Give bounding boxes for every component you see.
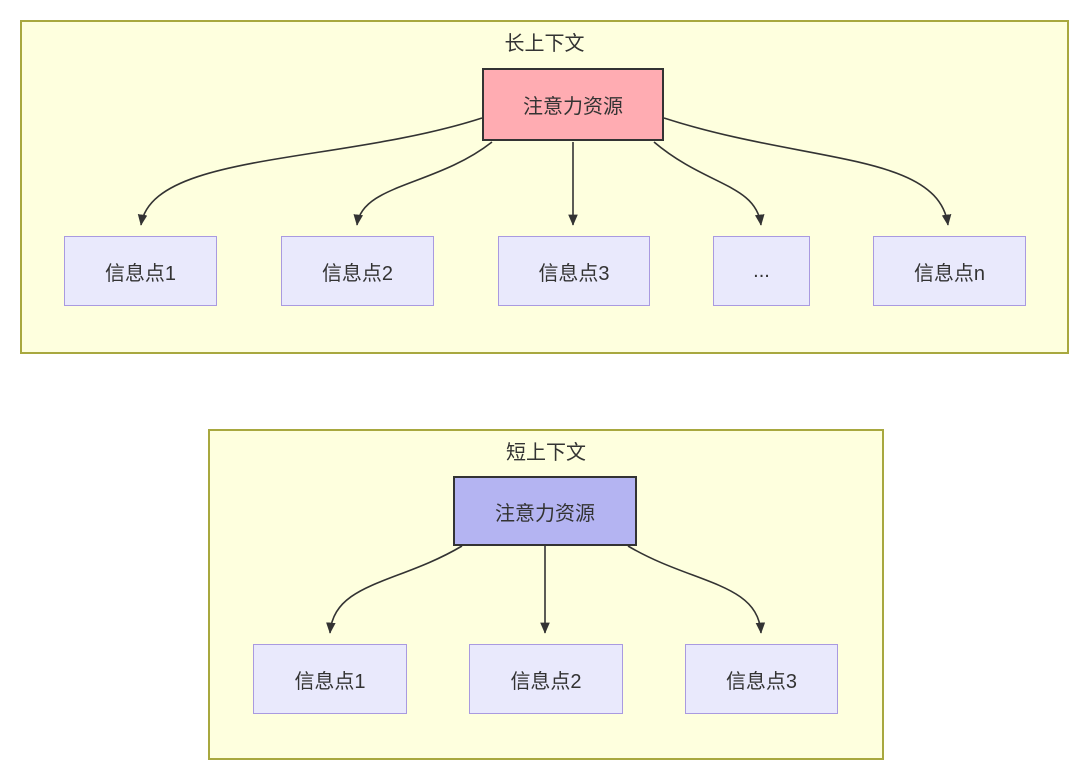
long-info-point-2-label: 信息点2	[321, 262, 394, 285]
short-info-point-3: 信息点3	[685, 644, 838, 714]
long-attention-resource-box: 注意力资源	[482, 68, 664, 141]
long-info-point-1: 信息点1	[64, 236, 217, 306]
long-info-point-2: 信息点2	[281, 236, 434, 306]
short-attention-resource-label: 注意力资源	[495, 502, 595, 525]
short-info-point-2: 信息点2	[469, 644, 623, 714]
short-attention-resource-box: 注意力资源	[453, 476, 637, 546]
short-context-title: 短上下文	[506, 442, 586, 464]
long-info-point-1-label: 信息点1	[104, 262, 177, 285]
long-info-point-ellipsis: ...	[713, 236, 810, 306]
long-info-point-n: 信息点n	[873, 236, 1026, 306]
long-attention-resource-label: 注意力资源	[523, 96, 623, 118]
short-info-point-2-label: 信息点2	[510, 670, 582, 693]
long-info-point-ellipsis-label: ...	[753, 259, 770, 282]
short-info-point-1: 信息点1	[253, 644, 407, 714]
short-info-point-3-label: 信息点3	[725, 670, 798, 693]
short-info-point-1-label: 信息点1	[294, 670, 366, 693]
long-context-title: 长上下文	[504, 33, 585, 55]
long-info-point-n-label: 信息点n	[913, 262, 986, 285]
long-info-point-3-label: 信息点3	[538, 262, 610, 285]
long-info-point-3: 信息点3	[498, 236, 650, 306]
